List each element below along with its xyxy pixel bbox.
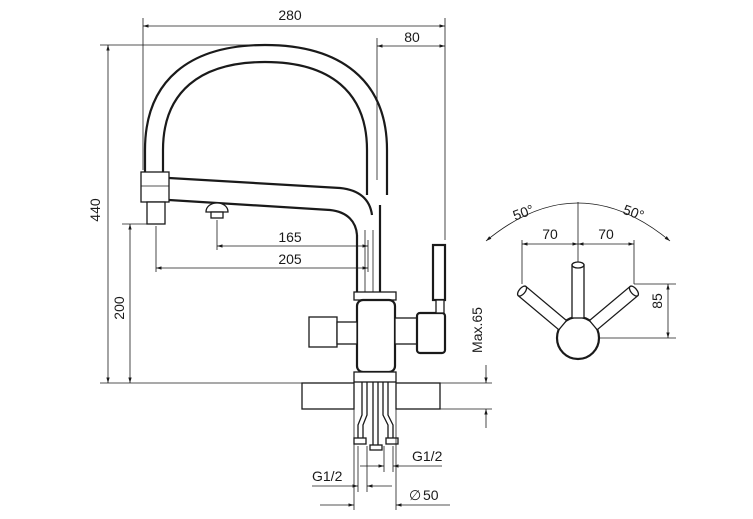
dim-outlet-height: 200 bbox=[111, 296, 127, 320]
dim-total-width: 280 bbox=[278, 7, 302, 23]
countertop-right bbox=[395, 382, 441, 410]
dim-reach-inner: 165 bbox=[278, 229, 302, 245]
diameter-symbol: ∅ bbox=[409, 487, 421, 503]
spray-head-nozzle bbox=[146, 201, 166, 225]
lever-handle bbox=[431, 243, 447, 302]
gooseneck-outer bbox=[143, 43, 389, 195]
spray-head bbox=[140, 171, 170, 203]
body-collar bbox=[353, 291, 397, 301]
filter-handle-knurled bbox=[308, 316, 338, 348]
side-view-dimensions: 280 80 440 200 165 205 Max.65 bbox=[87, 7, 492, 510]
faucet-side-view bbox=[140, 43, 447, 451]
dim-inlet-left: G1/2 bbox=[312, 468, 343, 484]
dim-handle-reach-right: 70 bbox=[598, 226, 614, 242]
dim-deck-thickness: Max.65 bbox=[469, 307, 485, 353]
dim-angle-right: 50° bbox=[621, 201, 646, 223]
dim-handle-reach-left: 70 bbox=[542, 226, 558, 242]
dim-hole-diameter: 50 bbox=[423, 487, 439, 503]
dim-handle-height: 85 bbox=[649, 293, 665, 309]
aerator bbox=[205, 202, 229, 213]
lever-base bbox=[415, 311, 447, 355]
dim-total-height: 440 bbox=[87, 198, 103, 222]
dim-angle-left: 50° bbox=[511, 201, 536, 223]
dim-inlet-right: G1/2 bbox=[412, 448, 443, 464]
spout-arm bbox=[168, 176, 374, 216]
handle-rotation-detail: 50° 50° 70 70 85 bbox=[485, 201, 676, 361]
gooseneck-inner bbox=[161, 60, 369, 195]
valve-body bbox=[355, 298, 397, 374]
dim-spout-offset: 80 bbox=[404, 29, 420, 45]
dim-reach-outer: 205 bbox=[278, 251, 302, 267]
countertop-left bbox=[301, 382, 355, 410]
